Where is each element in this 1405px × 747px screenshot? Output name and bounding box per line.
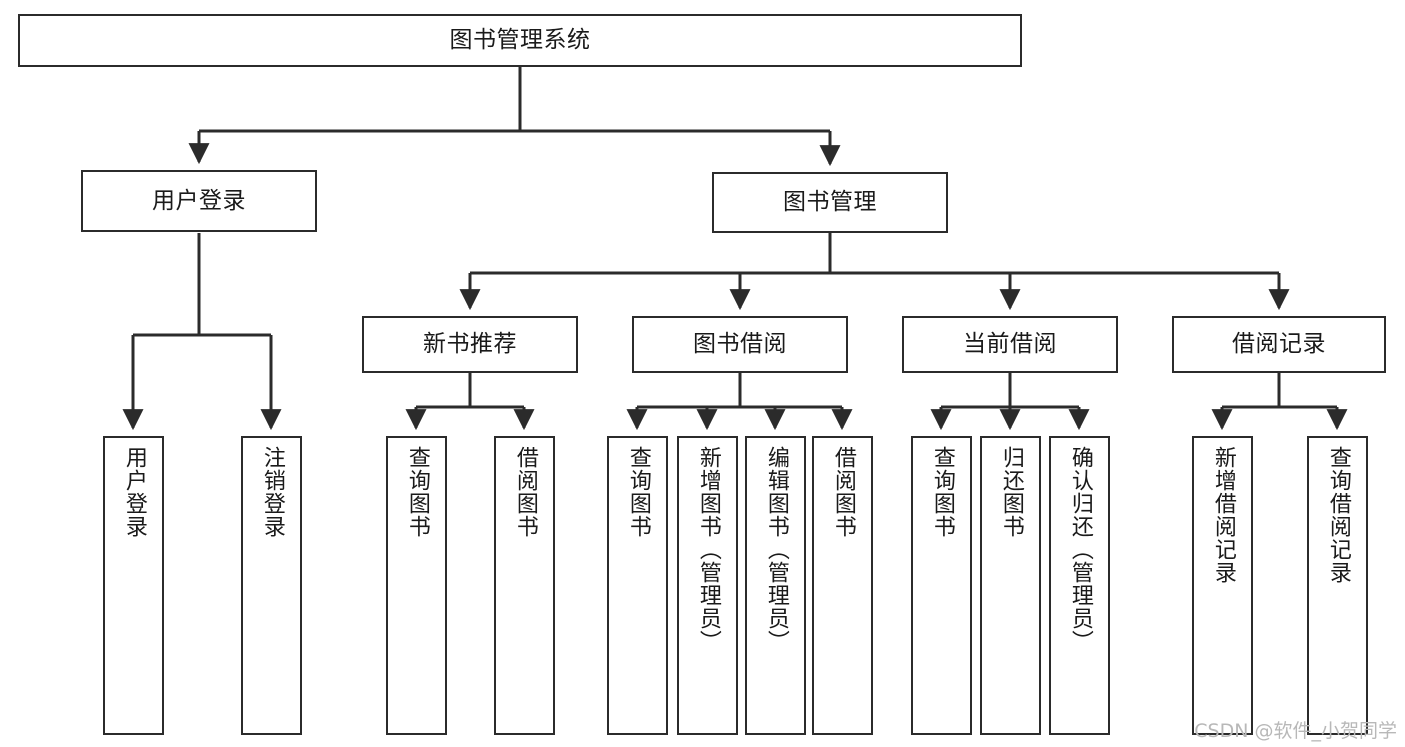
- node-label: 图书借阅: [693, 331, 787, 358]
- leaf-borrow-book-new-recommend[interactable]: 借阅图书: [494, 436, 555, 735]
- node-label: 用户登录: [152, 187, 246, 214]
- leaf-borrow-book[interactable]: 借阅图书: [812, 436, 873, 735]
- leaf-edit-book-admin[interactable]: 编辑图书（管理员）: [745, 436, 806, 735]
- node-book-management[interactable]: 图书管理: [712, 172, 948, 233]
- node-label: 确认归还（管理员）: [1067, 446, 1093, 653]
- node-label: 查询图书: [404, 446, 430, 538]
- csdn-watermark: CSDN @软件_小贺同学: [1194, 720, 1397, 742]
- node-root-book-management-system[interactable]: 图书管理系统: [18, 14, 1022, 67]
- node-label: 图书管理系统: [449, 27, 591, 54]
- leaf-query-book-new-recommend[interactable]: 查询图书: [386, 436, 447, 735]
- leaf-logout[interactable]: 注销登录: [241, 436, 302, 735]
- node-label: 借阅图书: [830, 446, 856, 538]
- node-label: 借阅记录: [1232, 331, 1326, 358]
- leaf-confirm-return-admin[interactable]: 确认归还（管理员）: [1049, 436, 1110, 735]
- node-label: 编辑图书（管理员）: [763, 446, 789, 653]
- node-label: 图书管理: [783, 189, 877, 216]
- node-label: 查询借阅记录: [1325, 446, 1351, 584]
- node-label: 新增图书（管理员）: [695, 446, 721, 653]
- node-label: 注销登录: [259, 446, 285, 538]
- node-label: 归还图书: [998, 446, 1024, 538]
- node-label: 新增借阅记录: [1210, 446, 1236, 584]
- leaf-add-borrow-record[interactable]: 新增借阅记录: [1192, 436, 1253, 735]
- node-borrow-record[interactable]: 借阅记录: [1172, 316, 1386, 373]
- leaf-add-book-admin[interactable]: 新增图书（管理员）: [677, 436, 738, 735]
- leaf-user-login[interactable]: 用户登录: [103, 436, 164, 735]
- node-label: 借阅图书: [512, 446, 538, 538]
- node-label: 新书推荐: [423, 331, 517, 358]
- node-user-login[interactable]: 用户登录: [81, 170, 317, 232]
- node-label: 查询图书: [929, 446, 955, 538]
- node-label: 用户登录: [121, 446, 147, 538]
- node-label: 当前借阅: [963, 331, 1057, 358]
- node-new-book-recommend[interactable]: 新书推荐: [362, 316, 578, 373]
- leaf-query-book-borrow[interactable]: 查询图书: [607, 436, 668, 735]
- leaf-query-borrow-record[interactable]: 查询借阅记录: [1307, 436, 1368, 735]
- node-current-borrow[interactable]: 当前借阅: [902, 316, 1118, 373]
- node-book-borrow[interactable]: 图书借阅: [632, 316, 848, 373]
- node-label: 查询图书: [625, 446, 651, 538]
- leaf-return-book[interactable]: 归还图书: [980, 436, 1041, 735]
- leaf-query-book-current[interactable]: 查询图书: [911, 436, 972, 735]
